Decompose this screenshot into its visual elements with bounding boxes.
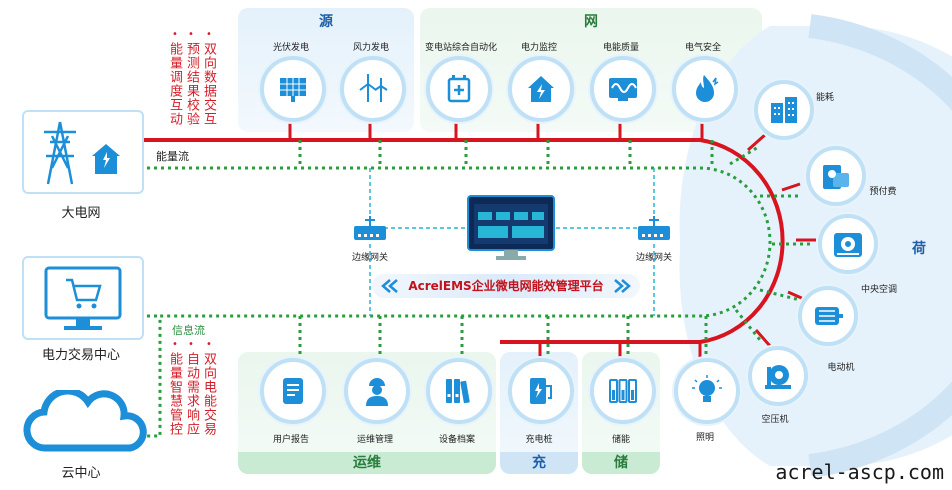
platform-title: AcrelEMS企业微电网能效管理平台 (372, 274, 640, 298)
energy-flow-label: 能量流 (156, 150, 189, 163)
node-compressor[interactable] (748, 346, 808, 406)
waveform-monitor-icon (609, 78, 637, 101)
house-lightning-icon (528, 76, 554, 102)
monitor-cart-icon (44, 266, 122, 330)
side-text-col6: 双向电能交易 (201, 352, 216, 436)
cloud-icon[interactable] (22, 390, 152, 456)
compressor-icon (765, 365, 791, 389)
label-substation: 变电站综合自动化 (424, 43, 497, 53)
fire-icon (696, 75, 719, 102)
solar-panel-icon (280, 78, 306, 102)
side-text-col5: 自动需求响应 (184, 352, 199, 436)
node-power-quality[interactable] (590, 56, 656, 122)
air-conditioner-icon (834, 233, 862, 257)
side-dot-6: • (206, 339, 213, 350)
node-power-monitor[interactable] (508, 56, 574, 122)
motor-icon (815, 307, 843, 325)
label-hvac: 中央空调 (860, 285, 897, 295)
side-dot-2: • (188, 29, 195, 40)
light-bulb-icon (692, 375, 722, 402)
gateway-left-label: 边缘网关 (351, 253, 388, 263)
panel-grid-title: 网 (584, 14, 598, 30)
node-ops[interactable] (344, 358, 410, 424)
node-wind[interactable] (340, 56, 406, 122)
cloud-label: 云中心 (61, 466, 101, 481)
label-lighting: 照明 (695, 433, 714, 443)
panel-charge-title: 充 (500, 452, 578, 474)
label-report: 用户报告 (272, 435, 309, 445)
archive-binders-icon (446, 379, 470, 404)
report-scroll-icon (283, 378, 303, 404)
label-power-monitor: 电力监控 (520, 43, 557, 53)
node-archive[interactable] (426, 358, 492, 424)
side-dot-3: • (206, 29, 213, 40)
node-electrical-safety[interactable] (672, 56, 738, 122)
side-text-col4: 能量智慧管控 (167, 352, 182, 436)
node-charger[interactable] (508, 358, 574, 424)
side-dot-1: • (172, 29, 179, 40)
label-motor: 电动机 (827, 363, 855, 373)
label-compressor: 空压机 (761, 415, 789, 425)
side-text-col3: 双向数据交互 (201, 42, 216, 126)
panel-storage-title: 储 (582, 452, 660, 474)
node-motor[interactable] (798, 286, 858, 346)
gateway-right-label: 边缘网关 (635, 253, 672, 263)
info-line (140, 166, 772, 438)
buildings-icon (771, 97, 797, 123)
node-prepaid[interactable] (806, 146, 866, 206)
watermark: acrel-ascp.com (775, 460, 944, 484)
side-text-col2: 预测结果校验 (184, 42, 199, 126)
wind-turbine-icon (359, 74, 388, 102)
platform-right-chevron-icon (614, 279, 631, 293)
info-flow-label: 信息流 (172, 324, 205, 337)
battery-plus-icon (447, 75, 471, 103)
grid-label: 大电网 (61, 206, 101, 221)
label-wind: 风力发电 (352, 43, 389, 53)
label-archive: 设备档案 (438, 435, 475, 445)
side-dot-4: • (172, 339, 179, 350)
trading-label: 电力交易中心 (41, 348, 120, 363)
panel-ops-title: 运维 (238, 452, 496, 474)
power-tower-house-icon (44, 121, 120, 185)
panel-load-title: 荷 (912, 241, 926, 257)
node-energy[interactable] (754, 80, 814, 140)
label-energy: 能耗 (815, 93, 834, 103)
prepaid-card-icon (823, 165, 849, 189)
node-report[interactable] (260, 358, 326, 424)
label-charger: 充电桩 (525, 435, 553, 445)
label-power-quality: 电能质量 (602, 43, 639, 53)
gateway-left-icon (354, 216, 386, 240)
label-prepaid: 预付费 (869, 187, 897, 197)
charging-pile-icon (530, 378, 552, 404)
label-storage: 储能 (611, 435, 630, 445)
label-ops: 运维管理 (356, 435, 393, 445)
node-hvac[interactable] (818, 214, 878, 274)
platform-screen-icon (467, 195, 555, 260)
node-pv[interactable] (260, 56, 326, 122)
grid-box[interactable] (22, 110, 144, 194)
node-substation[interactable] (426, 56, 492, 122)
label-electrical-safety: 电气安全 (684, 43, 721, 53)
battery-storage-icon (609, 379, 637, 403)
side-dot-5: • (188, 339, 195, 350)
energy-line (140, 138, 785, 344)
label-pv: 光伏发电 (272, 43, 309, 53)
platform-left-chevron-icon (381, 279, 398, 293)
panel-source-title: 源 (319, 14, 333, 30)
side-text-col1: 能量调度互动 (167, 42, 182, 126)
engineer-icon (366, 378, 388, 406)
panel-load-arc (679, 14, 952, 476)
node-storage[interactable] (590, 358, 656, 424)
trading-box[interactable] (22, 256, 144, 340)
node-lighting[interactable] (674, 358, 740, 424)
gateway-right-icon (638, 216, 670, 240)
